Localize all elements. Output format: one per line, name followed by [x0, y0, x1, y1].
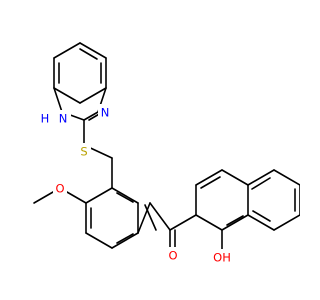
enone-chain	[137, 202, 197, 250]
sulfur-label: S	[80, 145, 87, 159]
chemical-structure-diagram: N H N S O O OH	[33, 42, 300, 267]
benzimidazole-benzene-ring	[53, 42, 107, 104]
atom-label-hydroxyl-group: OH	[208, 249, 236, 267]
nh-nitrogen-label: N	[59, 112, 68, 126]
methoxy-oxygen-label: O	[55, 182, 64, 196]
atom-label-n-ring-group: N	[98, 104, 112, 122]
atom-label-o-carbonyl-group: O	[166, 247, 180, 265]
naphthalene-right-ring	[247, 169, 300, 231]
naphthalene-left-ring	[195, 169, 249, 231]
central-aryl-ring	[85, 157, 139, 249]
atom-label-n-h-group: N H	[38, 110, 71, 128]
hydroxyl-label: OH	[213, 251, 231, 265]
atom-label-o-methoxy-group: O	[53, 180, 67, 198]
nh-hydrogen-label: H	[41, 112, 50, 126]
atom-label-s-group: S	[77, 143, 91, 161]
carbonyl-oxygen-label: O	[168, 249, 177, 263]
ring-nitrogen-label: N	[101, 106, 110, 120]
